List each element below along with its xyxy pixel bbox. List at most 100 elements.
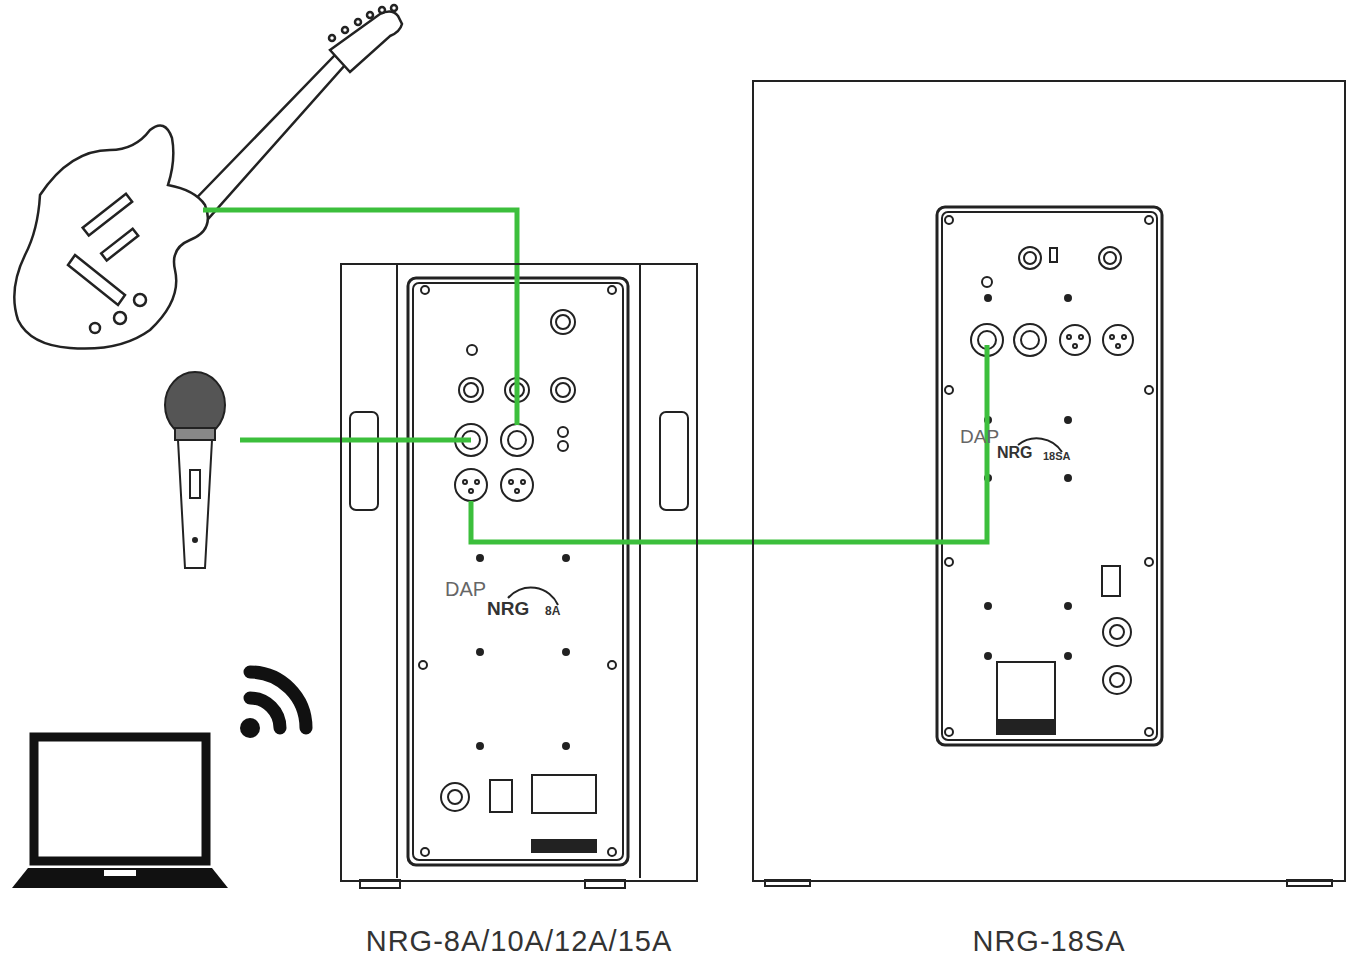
subwoofer-cabinet-part-part xyxy=(985,295,991,301)
speaker-cabinet-part-part xyxy=(464,383,478,397)
electric-guitar-part xyxy=(355,19,361,25)
subwoofer-cabinet-part-part xyxy=(985,653,991,659)
speaker-cabinet-part xyxy=(660,412,688,510)
subwoofer-cabinet-part-part xyxy=(971,324,1003,356)
brand-logo-text: DAP xyxy=(960,426,999,448)
electric-guitar-part xyxy=(367,12,373,18)
speaker-cabinet-part-part xyxy=(501,424,533,456)
subwoofer-cabinet-part xyxy=(942,212,1157,740)
speaker-cabinet-part-part xyxy=(459,378,483,402)
electric-guitar-part xyxy=(379,7,385,13)
microphone-part xyxy=(178,440,212,568)
electric-guitar xyxy=(14,5,402,349)
signal-cable-part xyxy=(240,438,471,443)
subwoofer-cabinet-part-part xyxy=(945,558,953,566)
subwoofer-cabinet-part-part xyxy=(982,277,992,287)
electric-guitar-part xyxy=(330,11,402,72)
subwoofer-cabinet-part-part xyxy=(1110,673,1124,687)
subwoofer-cabinet-part-part xyxy=(1145,216,1153,224)
speaker-cabinet-part-part xyxy=(509,480,513,484)
speaker-cabinet-part-part xyxy=(477,555,483,561)
electric-guitar-part xyxy=(68,255,125,305)
brand-logo-text: 18SA xyxy=(1043,450,1071,462)
subwoofer-cabinet-part-part xyxy=(1050,248,1057,262)
microphone-part xyxy=(175,428,215,440)
speaker-cabinet-box: NRG-8A/10A/12A/15A xyxy=(340,263,698,882)
speaker-cabinet-part-part xyxy=(515,489,519,493)
subwoofer-cabinet-part-part xyxy=(1122,335,1126,339)
subwoofer-cabinet-part-part xyxy=(985,417,991,423)
speaker-cabinet-part-part xyxy=(490,780,512,812)
brand-logo-text: NRG xyxy=(487,598,529,620)
model-caption: NRG-18SA xyxy=(714,925,1354,957)
speaker-cabinet-part-part xyxy=(463,480,467,484)
subwoofer-cabinet-part-part xyxy=(1103,325,1133,355)
speaker-cabinet-part-part xyxy=(501,469,533,501)
speaker-cabinet-part-part xyxy=(608,286,616,294)
subwoofer-cabinet-part-part xyxy=(1065,295,1071,301)
speaker-cabinet-part-part xyxy=(419,661,427,669)
electric-guitar-part xyxy=(134,294,146,306)
speaker-cabinet-part-part xyxy=(563,649,569,655)
subwoofer-cabinet-part-part xyxy=(1024,252,1036,264)
speaker-cabinet-part-part xyxy=(421,286,429,294)
subwoofer-cabinet-part-part xyxy=(1021,331,1039,349)
signal-cable-part xyxy=(203,210,517,425)
subwoofer-cabinet-part-part xyxy=(1019,247,1041,269)
model-caption: NRG-8A/10A/12A/15A xyxy=(302,925,736,957)
subwoofer-cabinet-part-part xyxy=(997,662,1055,720)
subwoofer-cabinet-part-part xyxy=(1145,558,1153,566)
speaker-cabinet-part-part xyxy=(477,649,483,655)
speaker-cabinet-part-part xyxy=(563,743,569,749)
speaker-cabinet-part-part xyxy=(558,441,568,451)
microphone-part xyxy=(190,470,200,498)
subwoofer-cabinet-part-part xyxy=(1099,247,1121,269)
wifi-symbol-part xyxy=(250,646,332,728)
subwoofer-cabinet-part-part xyxy=(1116,344,1120,348)
subwoofer-cabinet-part-part xyxy=(1110,625,1124,639)
speaker-cabinet-part-part xyxy=(441,783,469,811)
speaker-cabinet-part xyxy=(350,412,378,510)
electric-guitar-part xyxy=(101,229,138,261)
subwoofer-cabinet-part-part xyxy=(1065,653,1071,659)
laptop-part xyxy=(104,870,136,876)
subwoofer-cabinet-part-part xyxy=(997,722,1055,734)
subwoofer-cabinet-box: NRG-18SA xyxy=(752,80,1346,882)
microphone xyxy=(165,372,225,568)
subwoofer-cabinet-part-part xyxy=(1079,335,1083,339)
subwoofer-cabinet-part-part xyxy=(1065,417,1071,423)
subwoofer-cabinet-part-part xyxy=(1104,252,1116,264)
electric-guitar-part xyxy=(83,194,132,236)
subwoofer-cabinet-part-part xyxy=(1014,324,1046,356)
subwoofer-cabinet-part-part xyxy=(945,386,953,394)
wifi-symbol-part xyxy=(240,718,260,738)
subwoofer-cabinet-part-part xyxy=(1145,386,1153,394)
laptop-part xyxy=(34,737,206,861)
subwoofer-cabinet-part-part xyxy=(1102,566,1120,596)
brand-logo-text: 8A xyxy=(545,604,560,618)
subwoofer-cabinet-part xyxy=(945,216,1153,736)
speaker-cabinet-part-part xyxy=(521,480,525,484)
subwoofer-cabinet-part-part xyxy=(1067,335,1071,339)
subwoofer-cabinet-part-part xyxy=(1103,618,1131,646)
speaker-cabinet-part-part xyxy=(551,378,575,402)
speaker-cabinet-part-part xyxy=(455,469,487,501)
subwoofer-cabinet-part-part xyxy=(1065,603,1071,609)
subwoofer-cabinet-part xyxy=(937,207,1162,745)
subwoofer-cabinet-part-part xyxy=(978,331,996,349)
speaker-cabinet-part-part xyxy=(532,840,596,852)
microphone-part xyxy=(193,538,197,542)
subwoofer-cabinet xyxy=(765,207,1332,886)
laptop-part xyxy=(12,868,228,888)
wifi-symbol-part xyxy=(250,698,280,728)
subwoofer-cabinet-part-part xyxy=(985,475,991,481)
subwoofer-cabinet-part-part xyxy=(1073,344,1077,348)
speaker-cabinet-part-part xyxy=(532,775,596,813)
electric-guitar-part xyxy=(329,35,335,41)
electric-guitar-part xyxy=(342,27,348,33)
speaker-cabinet-part-part xyxy=(608,661,616,669)
subwoofer-cabinet-part-part xyxy=(945,216,953,224)
electric-guitar-part xyxy=(14,126,208,349)
